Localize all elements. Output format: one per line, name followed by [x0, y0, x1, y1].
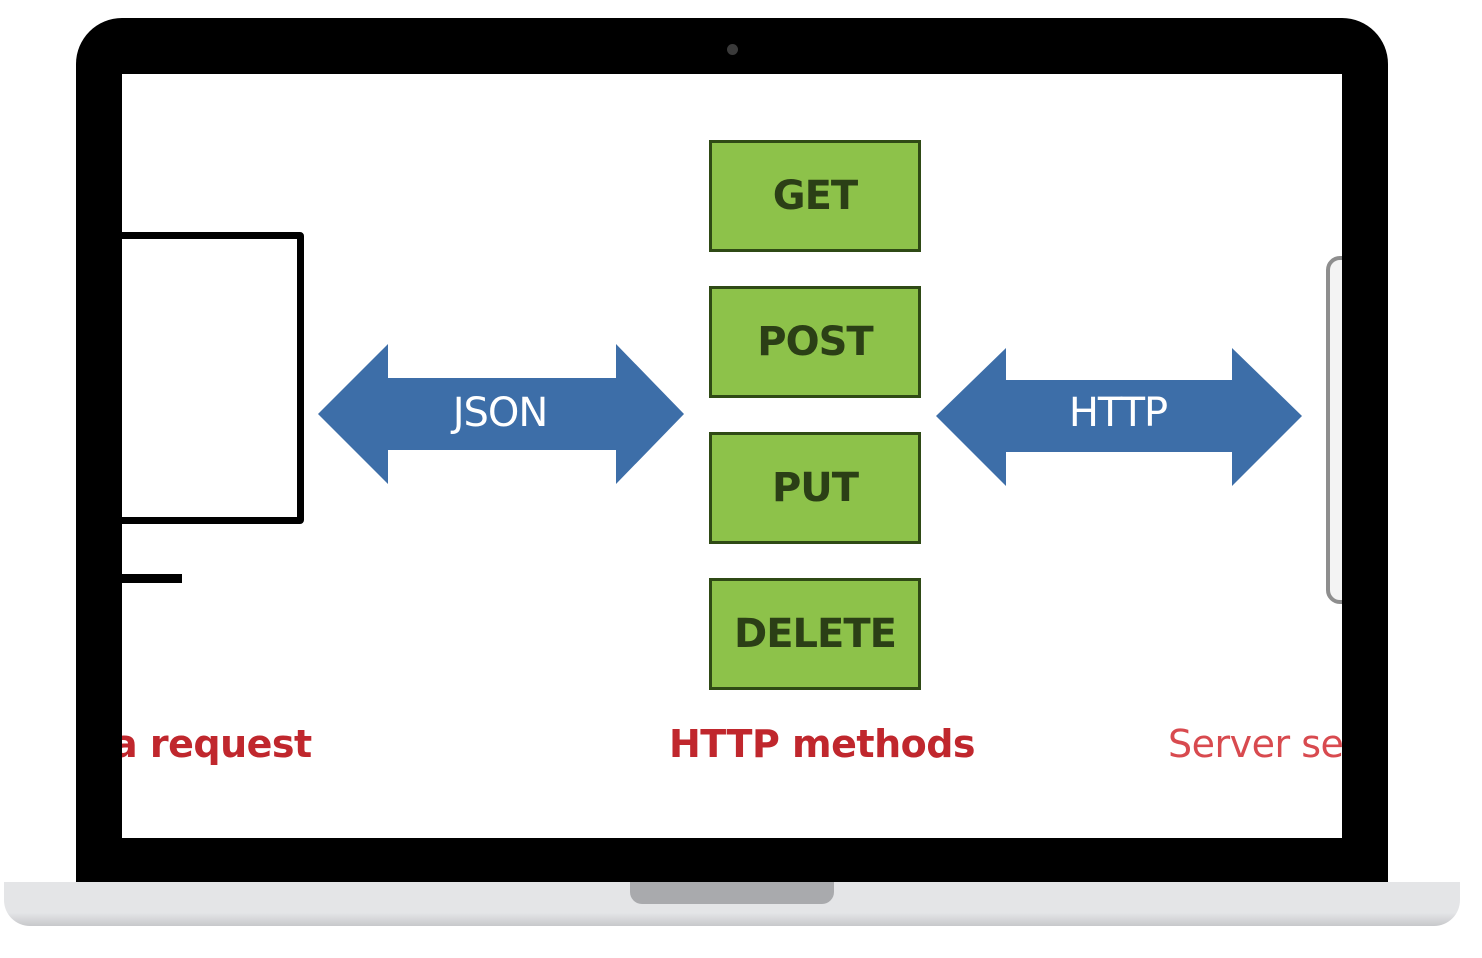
server-icon	[1326, 256, 1342, 604]
client-monitor-icon	[122, 232, 304, 524]
json-double-arrow	[318, 344, 684, 484]
method-get-box: GET	[709, 140, 921, 252]
arrows-layer	[318, 344, 1302, 486]
server-caption: Server se	[1168, 722, 1342, 766]
http-arrow-label: HTTP	[1068, 390, 1168, 436]
client-caption: a request	[122, 722, 312, 766]
methods-caption: HTTP methods	[668, 722, 976, 766]
http-double-arrow	[936, 348, 1302, 486]
laptop-base-notch	[630, 882, 834, 904]
method-put-box: PUT	[709, 432, 921, 544]
client-monitor-stand	[122, 574, 182, 583]
laptop-screen: JSON HTTP GET POST PUT DELETE a request …	[122, 74, 1342, 838]
method-delete-box: DELETE	[709, 578, 921, 690]
json-arrow-label: JSON	[452, 390, 549, 436]
webcam-icon	[727, 44, 738, 55]
method-post-box: POST	[709, 286, 921, 398]
